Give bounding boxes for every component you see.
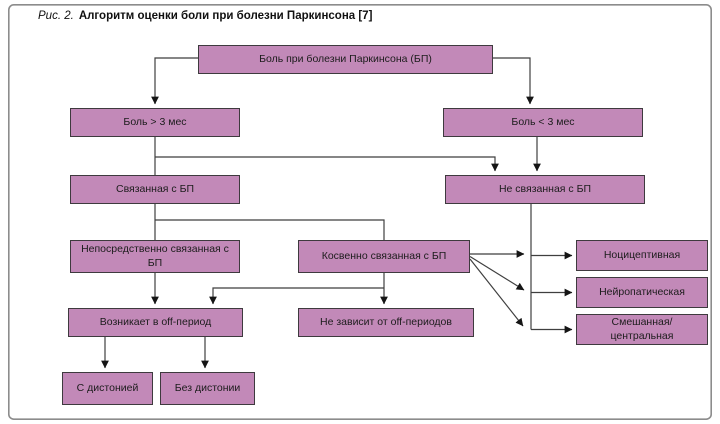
node-pain-in-parkinsons: Боль при болезни Паркинсона (БП) <box>198 45 493 74</box>
node-independent-of-off-periods: Не зависит от off-периодов <box>298 308 474 337</box>
node-directly-related-to-pd: Непосредственно связанная с БП <box>70 240 240 273</box>
node-pain-over-3-months: Боль > 3 мес <box>70 108 240 137</box>
node-related-to-pd: Связанная с БП <box>70 175 240 204</box>
connector-root-to-pain-gt3 <box>151 57 198 105</box>
node-occurs-in-off-period: Возникает в off-период <box>68 308 243 337</box>
caption-prefix: Рис. 2. <box>38 10 74 22</box>
node-nociceptive: Ноцицептивная <box>576 240 708 271</box>
connector-indirectly-to-neuropathic <box>469 255 525 291</box>
node-without-dystonia: Без дистонии <box>160 372 255 405</box>
node-not-related-to-pd: Не связанная с БП <box>445 175 645 204</box>
connector-root-to-pain-lt3 <box>493 57 534 105</box>
node-with-dystonia: С дистонией <box>62 372 153 405</box>
figure-caption: Рис. 2. Алгоритм оценки боли при болезни … <box>38 10 372 22</box>
connector-indirectly-to-off-period <box>209 287 384 305</box>
connector-pain-gt3-to-not-related <box>155 156 499 172</box>
caption-title: Алгоритм оценки боли при болезни Паркинс… <box>78 10 373 22</box>
node-mixed-central: Смешанная/ центральная <box>576 314 708 345</box>
node-neuropathic: Нейропатическая <box>576 277 708 308</box>
connector-related-to-indirectly <box>155 219 385 240</box>
node-pain-under-3-months: Боль < 3 мес <box>443 108 643 137</box>
node-indirectly-related-to-pd: Косвенно связанная с БП <box>298 240 470 273</box>
connector-indirectly-to-mixed <box>469 258 524 327</box>
